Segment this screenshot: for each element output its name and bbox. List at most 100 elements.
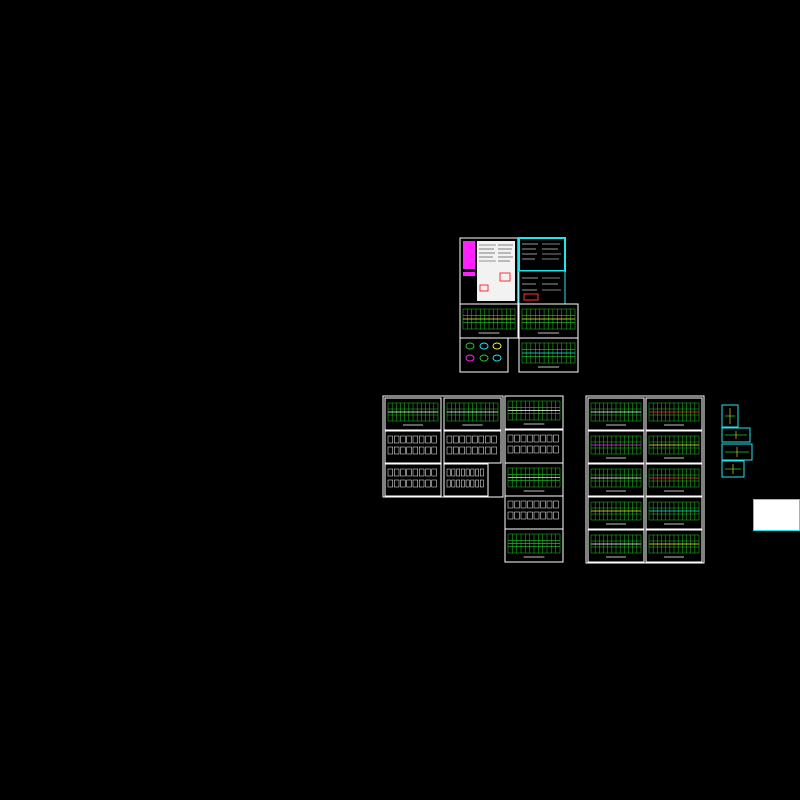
detail-section-box [478, 446, 484, 455]
red-detail-mark [523, 293, 539, 301]
red-detail-mark [499, 272, 511, 282]
detail-section-box [406, 446, 412, 455]
detail-section-box [527, 434, 533, 443]
detail-section-box [491, 435, 497, 444]
detail-section-box [394, 435, 400, 444]
detail-section-box [459, 446, 465, 455]
detail-section-box [507, 511, 514, 520]
detail-section-box [533, 500, 540, 509]
sheet-notes-selected[interactable] [518, 237, 566, 272]
red-detail-mark [479, 284, 489, 292]
detail-section-box [470, 468, 475, 477]
detail-section-box [387, 435, 393, 444]
sheet-group-general-notes[interactable] [459, 237, 579, 373]
detail-section-box [520, 434, 527, 443]
detail-section-box [465, 479, 470, 488]
detail-section-box [485, 446, 491, 455]
detail-section-box [478, 435, 484, 444]
detail-section-box [406, 435, 412, 444]
detail-section-box [470, 479, 475, 488]
detail-section-box [491, 446, 497, 455]
detail-section-box [461, 468, 465, 477]
detail-section-box [456, 468, 460, 477]
node-detail-shapes [465, 342, 502, 362]
detail-section-box [527, 511, 533, 520]
detail-section-box [412, 468, 418, 477]
detail-section-box [387, 468, 393, 477]
detail-section-box [394, 479, 400, 488]
detail-section-box [465, 435, 472, 444]
detail-section-box [419, 468, 425, 477]
detail-section-box [446, 479, 451, 488]
detail-section-box [485, 435, 491, 444]
detail-section-box [451, 468, 456, 477]
detail-section-box [533, 445, 540, 454]
notes-text-lines [522, 243, 561, 291]
detail-section-box [400, 435, 406, 444]
detail-section-box [465, 446, 472, 455]
detail-section-box [451, 479, 456, 488]
title-block[interactable] [753, 499, 800, 531]
detail-section-box [533, 434, 540, 443]
detail-section-box [553, 445, 559, 454]
detail-section-box [514, 445, 520, 454]
detail-section-box [507, 445, 514, 454]
detail-section-box [553, 434, 559, 443]
magenta-note-bar [463, 272, 475, 276]
detail-section-box [540, 500, 546, 509]
detail-section-box [425, 468, 431, 477]
detail-section-box [527, 445, 533, 454]
detail-section-box [514, 434, 520, 443]
detail-section-box [546, 500, 553, 509]
detail-section-box [387, 446, 393, 455]
detail-section-box [419, 435, 425, 444]
magenta-legend-block [463, 241, 475, 269]
detail-section-box [475, 479, 479, 488]
detail-section-box [520, 445, 527, 454]
detail-section-box [412, 479, 418, 488]
detail-section-box [406, 468, 412, 477]
detail-section-box [431, 446, 437, 455]
detail-section-box [461, 479, 465, 488]
detail-section-box [425, 435, 431, 444]
detail-section-box [431, 468, 437, 477]
detail-section-box [453, 435, 459, 444]
detail-section-box [459, 435, 465, 444]
detail-section-box [419, 446, 425, 455]
detail-section-box [540, 511, 546, 520]
detail-section-box [425, 479, 431, 488]
detail-section-box [400, 468, 406, 477]
detail-section-box [400, 446, 406, 455]
detail-section-box [533, 511, 540, 520]
detail-section-box [546, 434, 553, 443]
detail-section-box [446, 446, 453, 455]
detail-section-box [540, 445, 546, 454]
detail-section-box [419, 479, 425, 488]
sheet-notes-right[interactable] [518, 270, 566, 305]
detail-section-box [465, 468, 470, 477]
detail-section-box [475, 468, 479, 477]
detail-section-box [472, 435, 478, 444]
detail-section-box [540, 434, 546, 443]
detail-section-box [480, 468, 484, 477]
detail-section-box [472, 446, 478, 455]
detail-section-box [394, 468, 400, 477]
detail-section-box [425, 446, 431, 455]
detail-section-box [514, 511, 520, 520]
detail-section-box [446, 435, 453, 444]
detail-section-box [446, 468, 451, 477]
detail-section-box [387, 479, 393, 488]
detail-section-box [431, 479, 437, 488]
white-notes-panel [477, 241, 515, 301]
detail-section-box [480, 479, 484, 488]
detail-section-box [514, 500, 520, 509]
detail-section-box [553, 500, 559, 509]
detail-section-box [507, 434, 514, 443]
detail-section-box [546, 445, 553, 454]
detail-section-box [507, 500, 514, 509]
detail-section-box [412, 446, 418, 455]
notes-text-lines [479, 244, 513, 262]
detail-section-box [400, 479, 406, 488]
detail-section-box [553, 511, 559, 520]
